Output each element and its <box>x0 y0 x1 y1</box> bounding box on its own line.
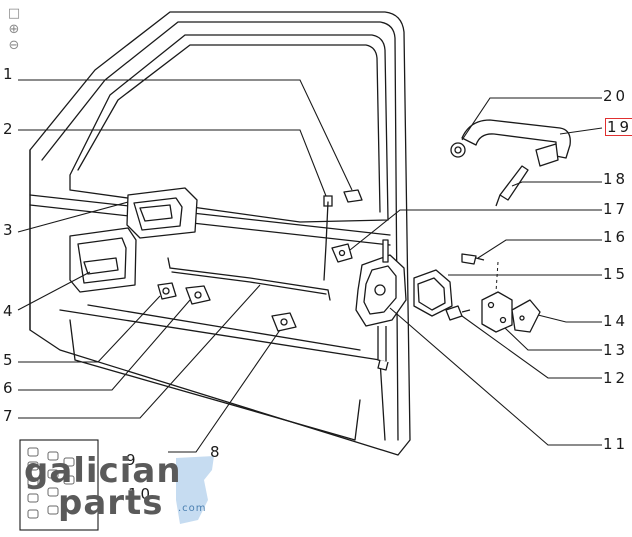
callout-8[interactable]: 8 <box>210 443 223 461</box>
leader-11 <box>389 307 602 446</box>
part-7-rod <box>167 257 331 301</box>
part-17-clip <box>331 243 353 263</box>
zoom-in-icon[interactable]: ⊕ <box>8 22 20 37</box>
window-inner <box>77 44 381 213</box>
kit-box-9-10 <box>19 439 99 531</box>
callout-1[interactable]: 1 <box>3 65 16 83</box>
door-lower-edge <box>69 319 361 441</box>
part-16-screw <box>461 253 485 265</box>
part-13-striker-plate <box>481 291 513 333</box>
part-6-clip <box>185 285 211 305</box>
part-1-clip <box>343 189 363 203</box>
watermark-logo: galician parts .com <box>10 443 210 533</box>
part-2-rod <box>323 201 329 281</box>
part-14-shim <box>511 299 541 333</box>
leader-12 <box>461 315 602 379</box>
zoom-out-icon[interactable]: ⊖ <box>8 38 20 53</box>
callout-13[interactable]: 13 <box>603 341 629 359</box>
callout-16[interactable]: 16 <box>603 228 629 246</box>
callout-17[interactable]: 17 <box>603 200 629 218</box>
part-12-screw <box>445 305 471 321</box>
door-inner-frame <box>41 21 399 441</box>
door-panel-bottom <box>59 309 386 441</box>
leader-1 <box>18 79 353 191</box>
door-trim-line <box>87 304 361 351</box>
window-opening <box>69 34 389 223</box>
callout-20[interactable]: 20 <box>603 87 629 105</box>
leader-2 <box>18 129 327 197</box>
callout-4[interactable]: 4 <box>3 302 16 320</box>
door-outer-frame <box>29 11 411 456</box>
door-beltline-2 <box>29 204 391 246</box>
callout-15[interactable]: 15 <box>603 265 629 283</box>
leader-6 <box>18 299 191 391</box>
leader-13 <box>504 327 602 351</box>
part-4-bezel <box>69 227 137 293</box>
leader-13-dashed <box>495 261 499 293</box>
leader-17 <box>349 209 602 251</box>
callout-19[interactable]: 19 <box>604 118 632 136</box>
door-beltline <box>29 194 391 236</box>
part-19-20-outer-handle <box>450 119 571 167</box>
leader-8 <box>168 329 281 453</box>
callout-3[interactable]: 3 <box>3 221 16 239</box>
callout-2[interactable]: 2 <box>3 120 16 138</box>
leader-18 <box>511 181 602 187</box>
callout-14[interactable]: 14 <box>603 312 629 330</box>
kit-parts <box>27 447 75 519</box>
part-3-inner-handle-bezel <box>126 187 198 239</box>
callout-6[interactable]: 6 <box>3 379 16 397</box>
callout-9[interactable]: 9 <box>126 451 139 469</box>
zoom-toolbar: □ ⊕ ⊖ <box>6 6 24 54</box>
leader-19 <box>559 127 603 135</box>
callout-11[interactable]: 11 <box>603 435 629 453</box>
callout-18[interactable]: 18 <box>603 170 629 188</box>
part-11-door-lock <box>355 239 407 371</box>
callout-5[interactable]: 5 <box>3 351 16 369</box>
callout-7[interactable]: 7 <box>3 407 16 425</box>
watermark-domain: .com <box>178 503 207 514</box>
part-18-handle-rod <box>495 165 529 207</box>
watermark-brand-top: galician <box>24 451 182 491</box>
callout-10[interactable]: 10 <box>128 485 154 503</box>
part-15-striker-cover <box>413 269 453 317</box>
leader-5 <box>18 295 161 363</box>
leader-4 <box>17 271 91 311</box>
leader-16 <box>477 239 602 259</box>
leader-3 <box>17 201 129 233</box>
leader-14 <box>537 314 602 323</box>
part-8-clip <box>271 312 297 332</box>
leader-20 <box>461 97 602 141</box>
callout-12[interactable]: 12 <box>603 369 629 387</box>
fit-to-screen-icon[interactable]: □ <box>7 6 21 21</box>
part-5-clip <box>157 282 177 300</box>
watermark-brand-bottom: parts <box>58 483 164 523</box>
watermark-silhouette <box>176 456 214 524</box>
leader-7 <box>18 284 261 419</box>
